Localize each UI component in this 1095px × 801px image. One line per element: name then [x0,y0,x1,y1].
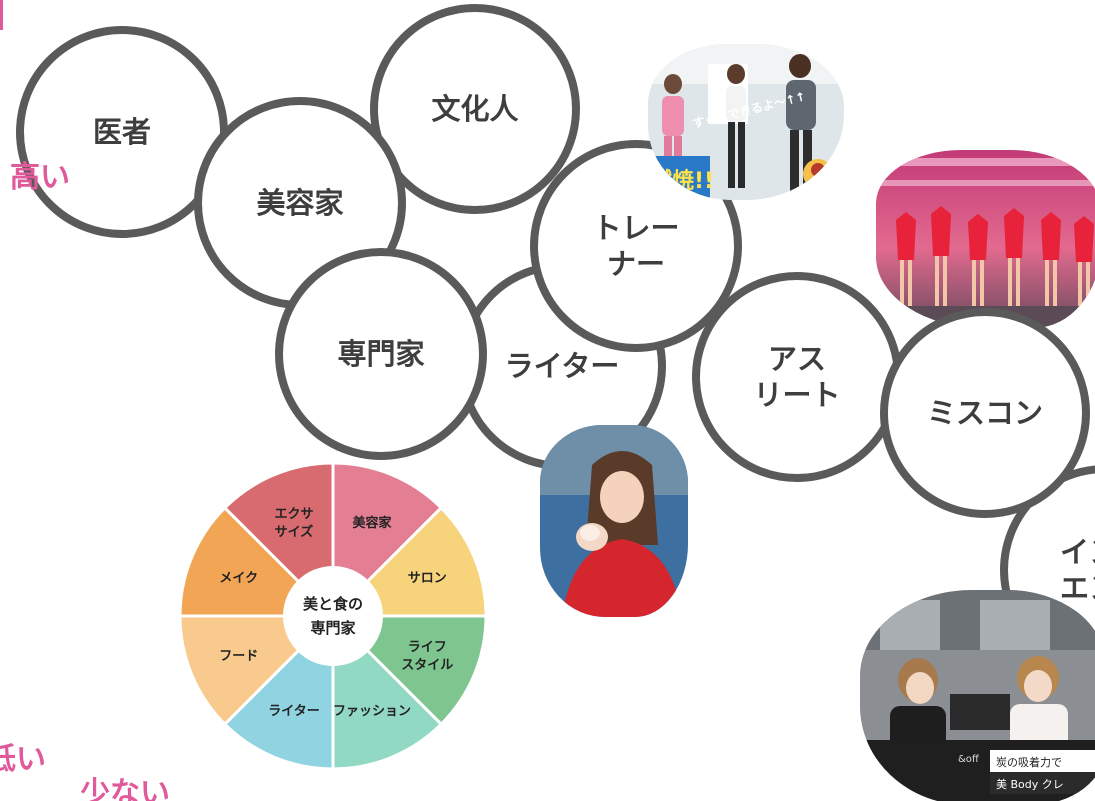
circle-beautician-label: 美容家 [256,185,344,220]
wheel-segment-label: 美容家 [353,515,393,531]
wheel-segment-label: ライフ [408,640,447,655]
photo-makeup [540,425,688,617]
store-brand: &off [958,754,980,765]
photo-exercise-image: 燃焼!! すぐにできるよ〜↑↑ [648,44,844,200]
circle-athlete: アス リート [692,272,902,482]
circle-miscon-label: ミスコン [926,395,1043,430]
axis-label-high: 高い [10,160,70,195]
wheel-segment-label: メイク [219,571,258,586]
circle-miscon: ミスコン [880,308,1090,518]
circle-influencer-label: イン エン [1060,534,1095,605]
axis-label-low: 低い [0,742,46,777]
photo-store: 炭の吸着力で 美 Body クレ &off [860,590,1095,801]
wheel-center [283,566,383,666]
circle-culture: 文化人 [370,4,580,214]
store-sign-2: 美 Body クレ [996,778,1064,791]
photo-makeup-image [540,425,688,617]
circle-specialist-label: 専門家 [337,336,425,371]
circle-athlete-label: アス リート [753,341,841,412]
circle-specialist: 専門家 [275,248,487,460]
wheel-center-line2: 専門家 [310,619,355,637]
circle-trainer: トレー ナー [530,140,742,352]
wheel-segment-label: ファッション [333,704,411,719]
wheel-segment-label: スタイル [401,658,453,673]
photo-exercise: 燃焼!! すぐにできるよ〜↑↑ [648,44,844,200]
circle-writer-label: ライター [504,348,620,383]
wheel-center-line1: 美と食の [303,595,363,613]
store-sign: 炭の吸着力で [996,755,1062,769]
wheel-segment-label: エクサ [274,507,313,522]
photo-store-image: 炭の吸着力で 美 Body クレ &off [860,590,1095,801]
wheel-segment-label: ライター [268,704,319,719]
photo-stage [876,150,1095,328]
circle-doctor-label: 医者 [92,114,151,149]
accent-bar [0,0,3,30]
circle-trainer-label: トレー ナー [592,210,680,281]
photo-stage-image [876,150,1095,328]
wheel-segment-label: フード [219,649,258,664]
circle-doctor: 医者 [16,26,228,238]
axis-label-few: 少ない [80,776,170,801]
circle-culture-label: 文化人 [431,91,519,126]
wheel-segment-label: サイズ [275,524,314,540]
wheel-segment-label: サロン [408,571,447,586]
